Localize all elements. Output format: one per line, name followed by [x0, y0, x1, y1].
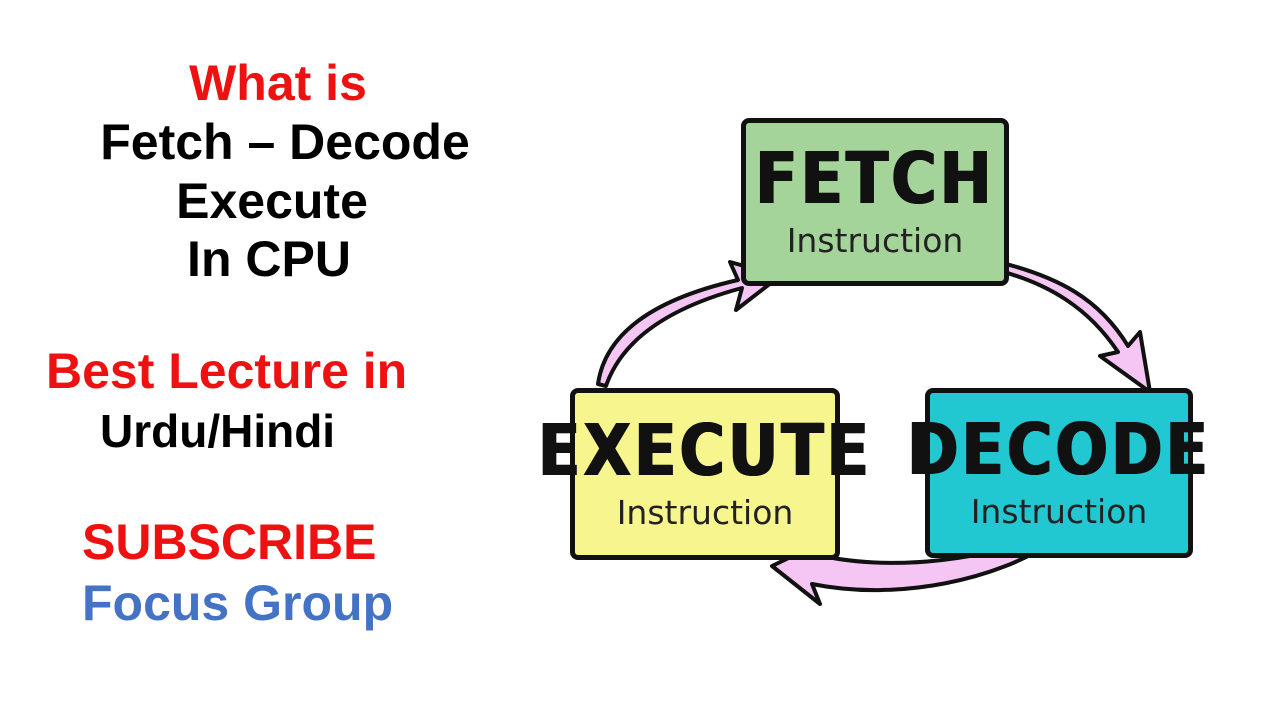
- decode-title: DECODE: [907, 406, 1211, 491]
- lecture-tagline: Best Lecture in: [46, 343, 408, 399]
- execute-subtitle: Instruction: [616, 492, 794, 532]
- heading-fetch-decode: Fetch – Decode: [100, 114, 470, 170]
- lecture-language: Urdu/Hindi: [100, 405, 336, 457]
- execute-title: EXECUTE: [538, 407, 872, 492]
- channel-name: Focus Group: [82, 575, 394, 631]
- fetch-subtitle: Instruction: [786, 220, 964, 260]
- fetch-title: FETCH: [755, 135, 995, 220]
- heading-what-is: What is: [189, 55, 367, 111]
- subscribe-text: SUBSCRIBE: [82, 514, 377, 570]
- arrow-fetch-to-decode: [986, 258, 1152, 394]
- fetch-box: FETCH Instruction: [741, 118, 1009, 286]
- heading-execute: Execute: [176, 173, 368, 229]
- execute-box: EXECUTE Instruction: [538, 388, 869, 560]
- heading-in-cpu: In CPU: [187, 231, 351, 287]
- decode-subtitle: Instruction: [970, 491, 1148, 531]
- decode-box: DECODE Instruction: [907, 388, 1208, 558]
